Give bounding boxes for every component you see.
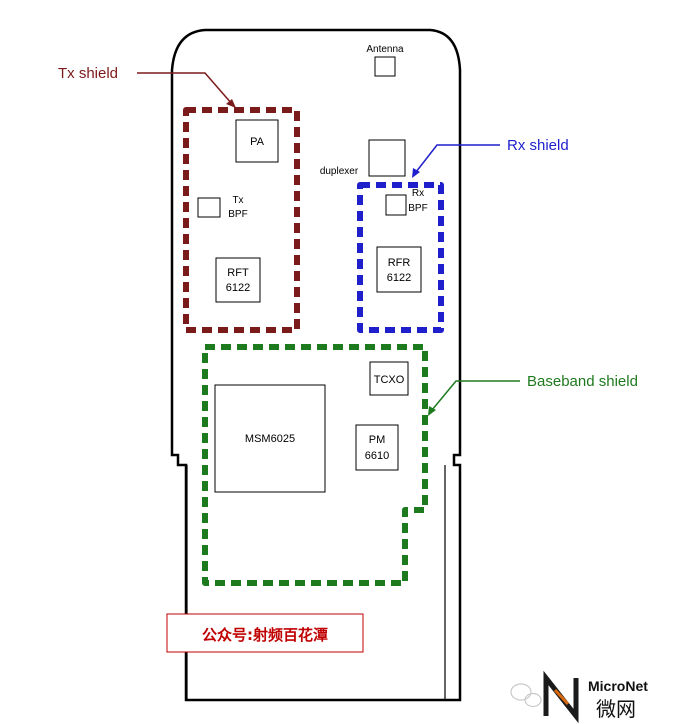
rx-callout-line [415,144,500,173]
phone-inner-outline [186,465,446,700]
rx-callout-arrowhead [412,168,420,178]
stamp-text: 公众号:射频百花潭 [202,626,328,644]
pm-label-1: PM [369,434,386,446]
rx-shield [357,182,444,333]
wechat-icon [510,683,542,708]
micronet-logo [542,670,582,724]
tx-bpf-label-2: BPF [228,209,247,220]
rx-bpf-label-2: BPF [408,203,427,214]
tx-callout-line [137,72,233,105]
rft-label-2: 6122 [226,282,250,294]
rft-box [215,257,261,303]
duplexer-label: duplexer [320,166,359,177]
stamp-box [166,613,364,653]
rx-bpf-box [385,194,407,216]
baseband-shield [202,344,428,586]
rfr-label-2: 6122 [387,272,411,284]
antenna-label: Antenna [366,44,404,55]
msm-box [214,384,326,493]
tx-shield [183,107,300,333]
baseband-shield-callout: Baseband shield [527,373,638,390]
micronet-brand-cn: 微网 [596,697,636,721]
pa-label: PA [250,136,265,148]
phone-outline [170,28,462,702]
tx-bpf-box [197,197,221,218]
pm-label-2: 6610 [365,450,389,462]
tx-callout-arrowhead [226,99,236,108]
rx-bpf-label-1: Rx [412,188,424,199]
pa-box [235,119,279,163]
baseband-callout-line [431,380,520,411]
tx-bpf-label-1: Tx [232,195,243,206]
tcxo-box [369,361,409,396]
baseband-callout-arrowhead [428,406,436,416]
pm-box [355,424,399,471]
antenna-box [374,56,396,77]
tcxo-label: TCXO [374,374,405,386]
micronet-brand: MicroNet [588,678,648,694]
rfr-box [376,246,422,293]
tx-shield-callout: Tx shield [58,65,118,82]
msm-label: MSM6025 [245,433,295,445]
duplexer-box [368,139,406,177]
rft-label-1: RFT [227,267,249,279]
rfr-label-1: RFR [388,257,411,269]
rx-shield-callout: Rx shield [507,137,569,154]
